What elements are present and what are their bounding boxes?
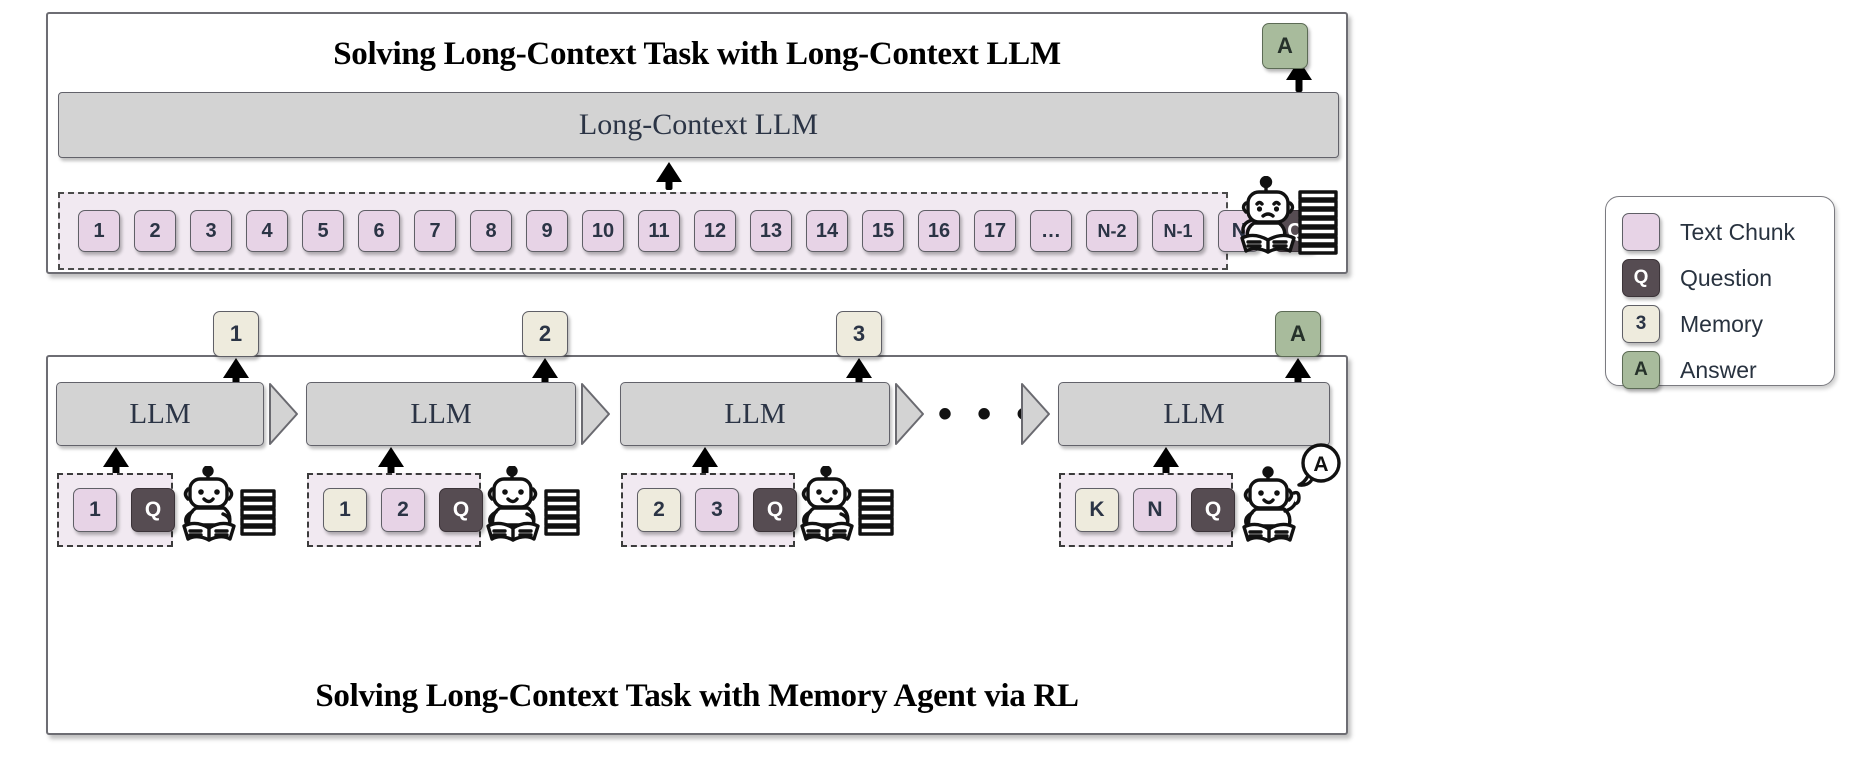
legend-row: Text Chunk xyxy=(1622,209,1834,255)
long-context-llm-panel: Solving Long-Context Task with Long-Cont… xyxy=(46,12,1348,274)
answering-robot-with-speech-bubble-icon: A xyxy=(1238,443,1348,551)
text-chunk-tile: 2 xyxy=(134,210,176,252)
text-chunk-tile: 3 xyxy=(695,488,739,532)
step-2-writing-robot-icon xyxy=(482,466,582,550)
step-3-llm-box: LLM xyxy=(620,382,890,446)
legend-swatch-question: Q xyxy=(1622,259,1660,297)
text-chunk-tile: N-2 xyxy=(1086,210,1138,252)
final-output-tile-wrap: A xyxy=(1275,311,1321,357)
legend-label: Memory xyxy=(1680,310,1764,337)
legend-row: A Answer xyxy=(1622,347,1834,393)
text-chunk-tile: 8 xyxy=(470,210,512,252)
text-chunk-tile: 17 xyxy=(974,210,1016,252)
memory-output-tile: 2 xyxy=(522,311,568,357)
arrow-step-3-input-to-llm xyxy=(692,447,718,477)
text-chunk-tile: 1 xyxy=(78,210,120,252)
step-2-to-3-chevron-icon xyxy=(580,382,612,446)
text-chunk-tile: … xyxy=(1030,210,1072,252)
arrow-step-3-llm-to-output xyxy=(846,358,872,388)
text-chunk-tile: 11 xyxy=(638,210,680,252)
memory-output-tile: 3 xyxy=(836,311,882,357)
arrow-context-to-llm xyxy=(656,162,682,190)
memory-output-tile: 1 xyxy=(213,311,259,357)
text-chunk-tile: N-1 xyxy=(1152,210,1204,252)
memory-tile: 2 xyxy=(637,488,681,532)
question-tile: Q xyxy=(1191,488,1235,532)
legend-swatch-memory: 3 xyxy=(1622,305,1660,343)
question-tile: Q xyxy=(131,488,175,532)
answer-output-tile: A xyxy=(1275,311,1321,357)
top-answer-tile-wrap: A xyxy=(1262,23,1308,69)
step-1-output-tile-wrap: 1 xyxy=(213,311,259,357)
text-chunk-tile: 9 xyxy=(526,210,568,252)
final-llm-box: LLM xyxy=(1058,382,1330,446)
text-chunk-tile: 5 xyxy=(302,210,344,252)
steps-ellipsis: • • • xyxy=(938,392,1038,436)
legend-row: Q Question xyxy=(1622,255,1834,301)
text-chunk-tile: 4 xyxy=(246,210,288,252)
text-chunk-tile: 15 xyxy=(862,210,904,252)
pre-final-chevron-icon xyxy=(1020,382,1052,446)
arrow-step-2-input-to-llm xyxy=(378,447,404,477)
arrow-final-llm-to-answer xyxy=(1285,358,1311,388)
text-chunk-tile: 2 xyxy=(381,488,425,532)
step-3-writing-robot-icon xyxy=(796,466,896,550)
text-chunk-tile: 14 xyxy=(806,210,848,252)
text-chunk-tile: 16 xyxy=(918,210,960,252)
text-chunk-tile: 10 xyxy=(582,210,624,252)
text-chunk-tile: 3 xyxy=(190,210,232,252)
legend-label: Answer xyxy=(1680,356,1757,383)
legend-row: 3 Memory xyxy=(1622,301,1834,347)
text-chunk-tile: 6 xyxy=(358,210,400,252)
text-chunk-tile: 13 xyxy=(750,210,792,252)
step-3-output-tile-wrap: 3 xyxy=(836,311,882,357)
text-chunk-tile: 7 xyxy=(414,210,456,252)
step-3-to-next-chevron-icon xyxy=(894,382,926,446)
legend-label: Question xyxy=(1680,264,1773,291)
memory-tile: 1 xyxy=(323,488,367,532)
long-context-llm-box: Long-Context LLM xyxy=(58,92,1339,158)
step-1-llm-box: LLM xyxy=(56,382,264,446)
legend-swatch-answer: A xyxy=(1622,351,1660,389)
text-chunk-tile: 1 xyxy=(73,488,117,532)
arrow-final-input-to-llm xyxy=(1153,447,1179,477)
legend-label: Text Chunk xyxy=(1680,218,1796,245)
text-chunk-tile: 12 xyxy=(694,210,736,252)
answer-tile: A xyxy=(1262,23,1308,69)
svg-text:A: A xyxy=(1313,453,1328,476)
text-chunk-tile: N xyxy=(1133,488,1177,532)
arrow-step-1-input-to-llm xyxy=(103,447,129,477)
arrow-step-2-llm-to-output xyxy=(532,358,558,388)
worried-robot-with-book-stack-icon xyxy=(1232,176,1342,260)
legend-swatch-chunk xyxy=(1622,213,1660,251)
page-title-top: Solving Long-Context Task with Long-Cont… xyxy=(333,36,1061,72)
step-1-to-2-chevron-icon xyxy=(268,382,300,446)
step-2-llm-box: LLM xyxy=(306,382,576,446)
memory-tile: K xyxy=(1075,488,1119,532)
arrow-step-1-llm-to-output xyxy=(223,358,249,388)
step-1-writing-robot-icon xyxy=(178,466,278,550)
step-2-output-tile-wrap: 2 xyxy=(522,311,568,357)
page-title-bottom: Solving Long-Context Task with Memory Ag… xyxy=(315,678,1079,714)
question-tile: Q xyxy=(753,488,797,532)
question-tile: Q xyxy=(439,488,483,532)
